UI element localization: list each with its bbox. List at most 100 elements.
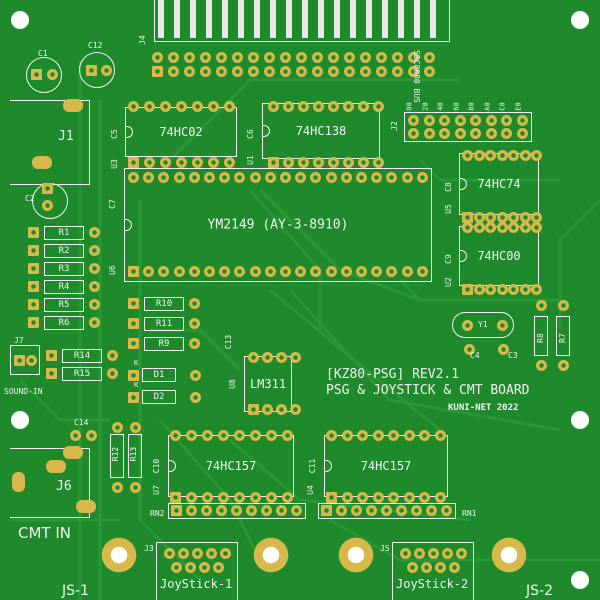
ic-pad xyxy=(358,101,369,112)
j2-pad xyxy=(454,115,466,126)
j2-pad xyxy=(470,115,481,126)
ic-pad xyxy=(290,404,301,415)
bus-pad xyxy=(232,66,243,77)
ic-pad xyxy=(473,284,485,295)
resistor-label: R11 xyxy=(155,319,173,329)
ic-pad xyxy=(295,172,307,183)
ic-pad xyxy=(192,157,203,168)
diode-k-mark: K xyxy=(134,359,139,367)
diode-label: D1 xyxy=(153,370,165,380)
mounting-hole xyxy=(571,11,589,29)
ic-pad xyxy=(341,430,353,441)
ic-pad xyxy=(262,404,273,415)
pad xyxy=(190,392,201,403)
ic-pad xyxy=(276,404,287,415)
ic-pad xyxy=(170,430,181,441)
pad xyxy=(46,350,57,361)
ic-pad xyxy=(328,101,339,112)
ic-pad xyxy=(234,266,246,277)
ic-pad xyxy=(249,266,261,277)
bus-connector xyxy=(154,0,450,42)
bus-pad xyxy=(296,66,307,77)
pin1-notch xyxy=(124,219,132,231)
ic-pad xyxy=(519,212,531,223)
ic-pad xyxy=(264,172,276,183)
pad xyxy=(112,422,123,433)
ic-pad xyxy=(219,266,231,277)
ic-pad xyxy=(496,284,508,295)
sound-in-label: SOUND-IN xyxy=(4,387,43,396)
resistor-label: R4 xyxy=(58,282,70,292)
ic-pad xyxy=(204,266,215,277)
ic-pad xyxy=(234,492,245,503)
resistor: R4 xyxy=(44,280,84,294)
joystick-connector-j5 xyxy=(392,542,474,600)
ic-pad xyxy=(343,101,354,112)
ic-pad xyxy=(328,157,339,168)
ic-pad xyxy=(158,172,170,183)
pad xyxy=(497,320,508,331)
ic-pad xyxy=(268,101,279,112)
ic-pad xyxy=(358,157,369,168)
c13-label: C13 xyxy=(224,334,234,350)
chip-name: 74HC00 xyxy=(477,249,521,263)
j2-address-label: C0 xyxy=(498,102,507,111)
u7-label: U7 xyxy=(151,485,161,495)
joystick-pad xyxy=(220,548,231,559)
r13-label: R13 xyxy=(129,446,139,462)
c10-label: C10 xyxy=(152,458,162,474)
j2-address-label: 60 xyxy=(452,102,461,111)
j2-pad xyxy=(439,128,450,139)
ic-pad xyxy=(170,492,181,503)
ic-pad xyxy=(250,492,261,503)
ic-pad xyxy=(224,101,235,112)
ic-pad xyxy=(485,222,496,233)
board-subtitle: PSG & JOYSTICK & CMT BOARD xyxy=(326,383,530,398)
mounting-hole xyxy=(11,411,29,429)
pad xyxy=(558,300,569,311)
ic-pad xyxy=(128,266,139,277)
pad xyxy=(28,317,39,328)
cmt-in-label: CMT IN xyxy=(18,524,71,542)
bus-pad xyxy=(264,52,275,63)
resistor-label: R10 xyxy=(155,299,173,309)
resistor: R15 xyxy=(62,367,102,381)
joystick-pad xyxy=(442,548,453,559)
joystick-pad xyxy=(213,562,224,573)
ic-pad xyxy=(176,157,187,168)
joystick-mount-hole xyxy=(338,537,374,573)
jack-j6 xyxy=(10,448,90,518)
bus-pad xyxy=(280,52,291,63)
ic-pad xyxy=(356,266,367,277)
ic-pad xyxy=(188,266,200,277)
diode-d2: D2 xyxy=(142,390,176,404)
bus-pad xyxy=(200,66,211,77)
ic-pad xyxy=(143,172,155,183)
rn-pad xyxy=(321,505,332,516)
bus-pad xyxy=(152,52,163,63)
pin1-notch xyxy=(168,460,176,472)
pad xyxy=(89,299,100,310)
chip-u5: 74HC74 xyxy=(459,153,539,215)
ic-pad xyxy=(485,212,496,223)
u6-label: U6 xyxy=(107,265,117,275)
joystick-pad xyxy=(456,548,467,559)
joystick-pad xyxy=(421,562,432,573)
ic-pad xyxy=(326,492,337,503)
pad xyxy=(128,392,139,403)
joystick-mount-hole xyxy=(491,537,527,573)
ic-pad xyxy=(310,266,322,277)
ic-pad xyxy=(341,492,353,503)
r8-label: R8 xyxy=(535,333,545,343)
ic-pad xyxy=(531,222,542,233)
pin1-notch xyxy=(125,126,133,138)
ic-pad xyxy=(208,157,219,168)
ic-pad xyxy=(234,430,245,441)
j2-pad xyxy=(516,115,528,126)
j4-label: J4 xyxy=(137,35,147,45)
pad xyxy=(89,317,100,328)
resistor-r7 xyxy=(556,316,570,356)
ic-pad xyxy=(234,172,246,183)
joystick-1-label: JoyStick-1 xyxy=(160,577,233,591)
